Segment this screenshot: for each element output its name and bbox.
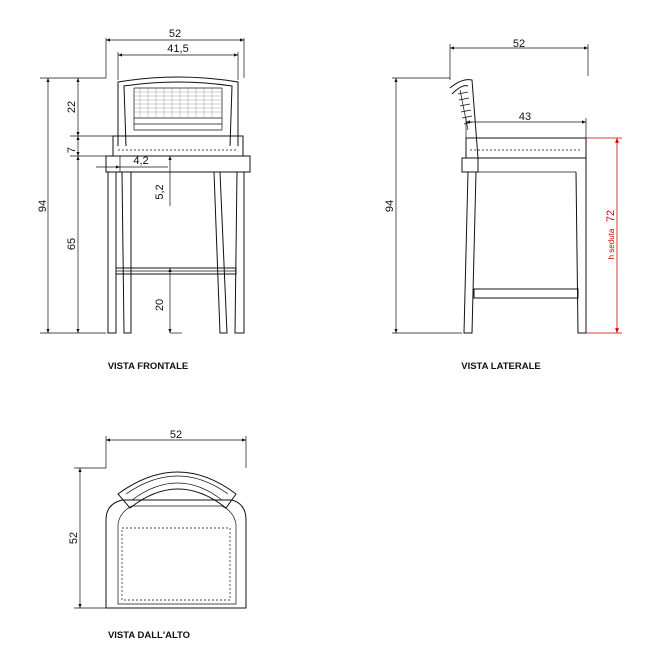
dim-front-back-height: 22 [66,101,78,113]
dim-front-back-width: 41,5 [167,43,188,55]
top-view: 52 52 VISTA DALL'ALTO [68,429,247,641]
dim-side-seat-height-label: h seduta [607,228,616,259]
front-legs [107,171,245,334]
dim-front-stretcher-height: 20 [154,299,166,311]
front-cane-panel [134,88,222,118]
front-dimensions: 52 41,5 22 7 94 65 4,2 5,2 20 [37,28,245,334]
dim-front-inset: 4,2 [133,155,148,167]
dim-front-overall-width: 52 [169,28,181,40]
top-seat-outline [105,499,247,609]
front-view-title: VISTA FRONTALE [108,361,189,372]
dim-top-depth: 52 [68,532,80,544]
side-seat [461,137,587,173]
side-legs [463,158,587,334]
top-backrest [117,471,237,509]
front-backrest [117,76,239,147]
dim-front-seat-thickness: 7 [66,147,78,153]
front-view: 52 41,5 22 7 94 65 4,2 5,2 20 VISTA FRON… [37,28,251,372]
dim-side-total-height: 94 [384,200,396,212]
dim-side-overall-depth: 52 [513,38,525,50]
side-cane-panel [457,91,473,125]
side-backrest [449,79,479,159]
top-dimensions: 52 52 [68,429,247,609]
top-view-title: VISTA DALL'ALTO [108,630,190,641]
side-view: 52 43 94 h seduta 72 VISTA LATERALE [384,38,622,372]
dim-front-total-height: 94 [37,200,49,212]
side-view-title: VISTA LATERALE [461,361,541,372]
side-dimensions: 52 43 94 h seduta 72 [384,38,622,334]
dim-side-seat-height-value: 72 [605,210,617,222]
front-seat [105,135,251,173]
dim-top-width: 52 [170,429,182,441]
dim-front-seat-height: 65 [66,238,78,250]
dim-side-seat-depth: 43 [519,111,531,123]
dim-front-apron: 5,2 [154,184,166,199]
